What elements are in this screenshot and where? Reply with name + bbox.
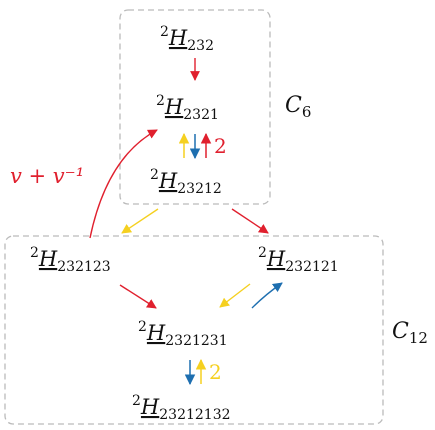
node-h2321: 2H2321 [156,93,219,123]
edge-h2321231-to-h232121-yellow [219,283,251,308]
node-h232: 2H232 [160,24,214,54]
group-box-c6 [119,9,271,205]
edge-multiplicity-yellow: 2 [209,360,222,384]
edge-h232123-to-h2321231 [119,284,157,309]
svg-text:2H23212132: 2H23212132 [132,393,231,423]
node-h232121: 2H232121 [258,245,339,275]
node-h232-sup: 2 [160,24,169,40]
edge-h23212-to-h232121 [231,208,269,234]
node-h232-letter: H [168,26,188,50]
svg-text:2H2321231: 2H2321231 [138,319,228,349]
svg-text:2H232123: 2H232123 [30,245,111,275]
node-h232-sub: 232 [187,38,214,54]
svg-text:2H2321: 2H2321 [156,93,219,123]
svg-text:2H23212: 2H23212 [150,167,222,197]
edge-h2321231-to-h232121-blue [251,282,283,309]
group-label-c6: C6 [285,93,311,121]
node-h23212: 2H23212 [150,167,222,197]
node-h232123: 2H232123 [30,245,111,275]
edge-multiplicity-red: 2 [214,134,227,158]
edge-label-v-sum: v + v⁻¹ [10,164,84,188]
group-label-c12: C12 [392,319,428,347]
svg-text:2H232: 2H232 [160,24,214,54]
node-h2321231: 2H2321231 [138,319,228,349]
edge-h23212-to-h232123 [121,208,159,234]
node-h23212132: 2H23212132 [132,393,231,423]
svg-text:2H232121: 2H232121 [258,245,339,275]
edge-h232123-to-h2321-curve [89,129,158,239]
group-box-c12 [4,235,384,425]
